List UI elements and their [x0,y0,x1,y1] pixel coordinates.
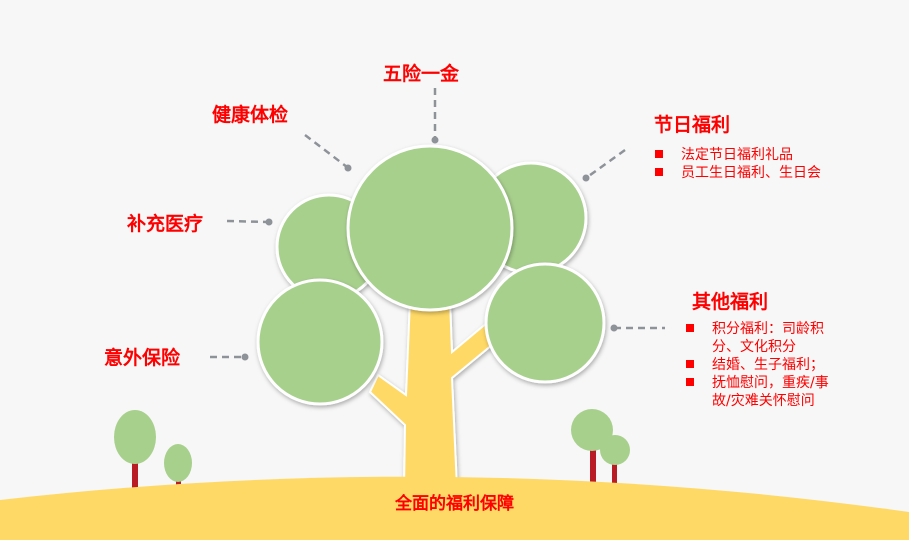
ground-hill [0,476,909,540]
connector-dots [241,136,618,361]
label-five-insurance: 五险一金 [383,63,460,85]
list-item: 积分福利：司龄积分、文化积分 [686,320,836,356]
holiday-list: 法定节日福利礼品 员工生日福利、生日会 [655,146,821,182]
list-item: 抚恤慰问，重疾/事故/灾难关怀慰问 [686,374,836,410]
connectors [210,88,665,359]
list-item: 结婚、生子福利； [686,356,836,374]
tree-trunk [368,299,500,489]
label-other: 其他福利 [692,291,769,313]
label-health-check: 健康体检 [212,104,289,126]
diagram-title: 全面的福利保障 [395,494,514,514]
small-tree-left [114,410,192,495]
label-holiday: 节日福利 [654,114,731,136]
list-item: 员工生日福利、生日会 [655,164,821,182]
other-list: 积分福利：司龄积分、文化积分 结婚、生子福利； 抚恤慰问，重疾/事故/灾难关怀慰… [686,320,836,410]
leaf-circle [256,278,384,406]
list-item: 法定节日福利礼品 [655,146,821,164]
leaf-circle-main [346,144,514,312]
label-accident-insurance: 意外保险 [104,347,181,369]
leaf-circle [484,262,606,384]
label-supplementary-medical: 补充医疗 [127,213,204,235]
small-tree-right [571,409,630,490]
